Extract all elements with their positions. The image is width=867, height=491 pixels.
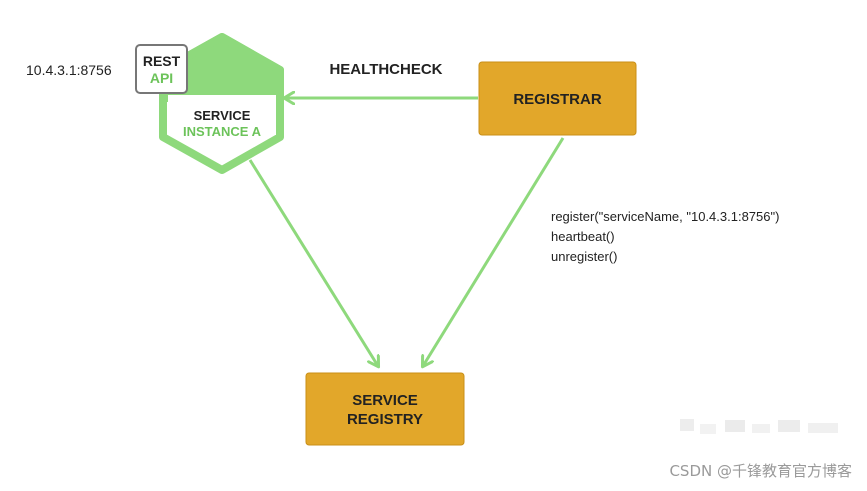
rest-api-badge-line1: REST <box>143 53 181 69</box>
rest-api-badge-line2: API <box>150 70 173 86</box>
registrar-label: REGISTRAR <box>513 91 602 108</box>
registrar-box <box>478 61 637 136</box>
service-registry-box <box>305 372 465 446</box>
csdn-watermark: CSDN @千锋教育官方博客 <box>669 462 852 480</box>
registrar-to-registry-arrow <box>423 137 565 366</box>
service-label-line1: SERVICE <box>194 108 251 123</box>
service-label-line2: INSTANCE A <box>183 124 262 139</box>
service-to-registry-arrow <box>248 159 378 366</box>
service-address: 10.4.3.1:8756 <box>26 62 112 78</box>
registrar-call-unregister: unregister() <box>551 249 617 264</box>
healthcheck-label: HEALTHCHECK <box>329 61 442 78</box>
service-registry-label-line2: REGISTRY <box>347 411 423 428</box>
blurred-region <box>680 419 838 434</box>
registrar-call-heartbeat: heartbeat() <box>551 229 615 244</box>
registrar-call-register: register("serviceName, "10.4.3.1:8756") <box>551 209 779 224</box>
service-body-fill <box>168 95 276 135</box>
service-registry-label-line1: SERVICE <box>352 392 418 409</box>
rest-api-badge <box>135 44 188 94</box>
